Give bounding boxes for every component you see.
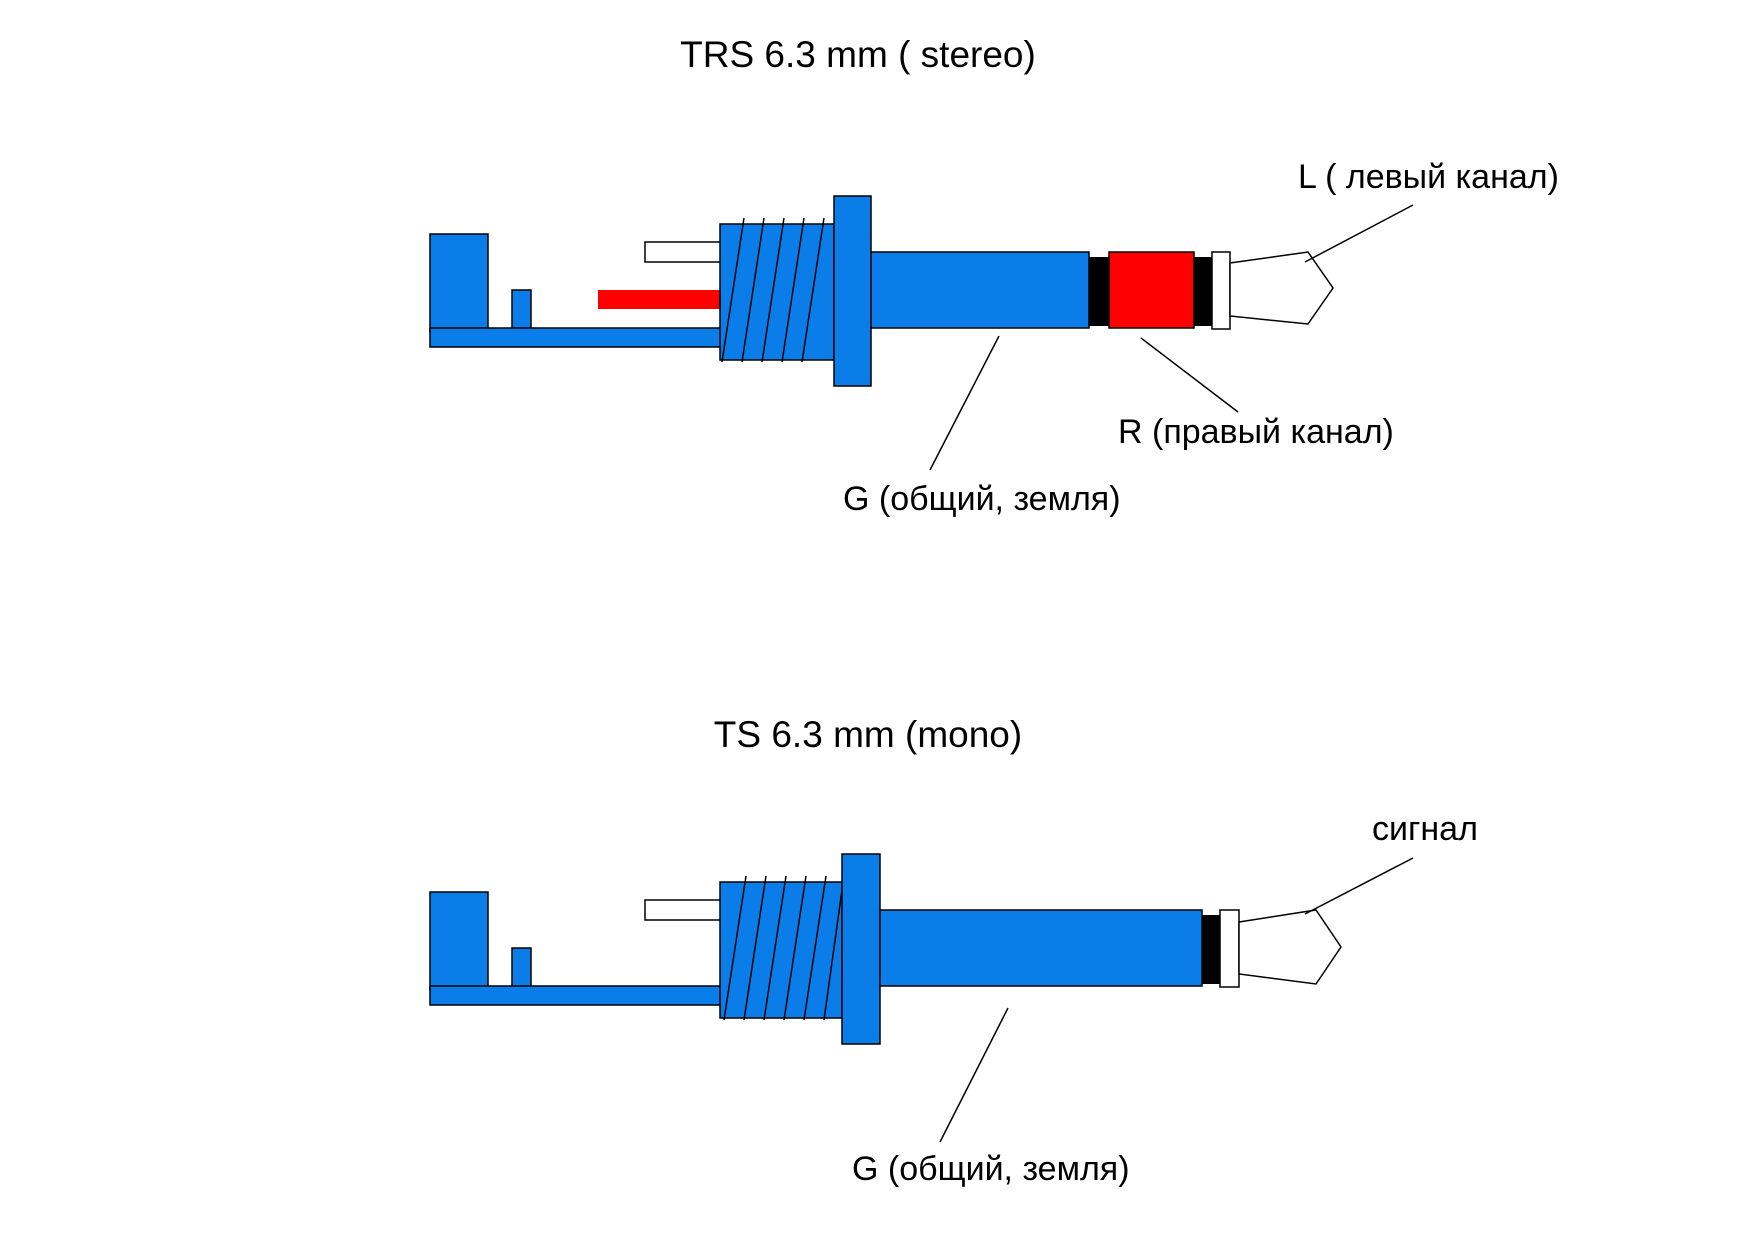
trs-tip: [1229, 251, 1334, 325]
trs-sleeve-leader: [929, 335, 1000, 471]
ts-title: TS 6.3 mm (mono): [714, 714, 1022, 755]
ts-rear-lug: [429, 891, 489, 991]
trs-ring-terminal: [598, 290, 722, 309]
trs-insulator-1: [1089, 257, 1109, 326]
trs-threaded-bushing: [719, 223, 835, 361]
ts-sleeve: [879, 909, 1203, 987]
trs-title: TRS 6.3 mm ( stereo): [680, 34, 1036, 75]
trs-ring: [1108, 251, 1195, 329]
ts-small-lug: [511, 947, 532, 989]
trs-sleeve: [870, 251, 1090, 329]
ts-flange: [841, 853, 881, 1045]
trs-stereo-connector: TRS 6.3 mm ( stereo): [429, 34, 1559, 518]
trs-small-lug: [511, 289, 532, 331]
ts-tip-leader: [1304, 857, 1414, 915]
trs-thread-lines: [721, 217, 825, 363]
trs-rear-lug: [429, 233, 489, 333]
trs-ring-leader: [1140, 337, 1239, 413]
trs-ring-label: R (правый канал): [1118, 413, 1394, 451]
trs-tip-washer: [1211, 251, 1231, 330]
ts-tip-label: сигнал: [1372, 810, 1478, 848]
trs-flange: [833, 195, 872, 387]
ts-threaded-bushing: [719, 881, 843, 1019]
trs-tip-leader: [1304, 204, 1414, 263]
trs-insulator-2: [1194, 257, 1212, 326]
trs-sleeve-label: G (общий, земля): [843, 480, 1121, 518]
ts-tip-washer: [1219, 909, 1240, 988]
trs-base-strip: [429, 327, 723, 348]
ts-sleeve-label: G (общий, земля): [852, 1150, 1130, 1188]
ts-thread-lines: [723, 875, 843, 1021]
trs-tip-label: L ( левый канал): [1298, 158, 1559, 196]
ts-mono-connector: TS 6.3 mm (mono) сигнал: [429, 714, 1478, 1188]
trs-tip-terminal: [644, 241, 723, 263]
ts-base-strip: [429, 985, 723, 1006]
ts-insulator: [1202, 915, 1220, 984]
ts-sleeve-leader: [939, 1007, 1009, 1143]
ts-tip: [1238, 909, 1342, 985]
ts-tip-terminal: [644, 899, 723, 921]
